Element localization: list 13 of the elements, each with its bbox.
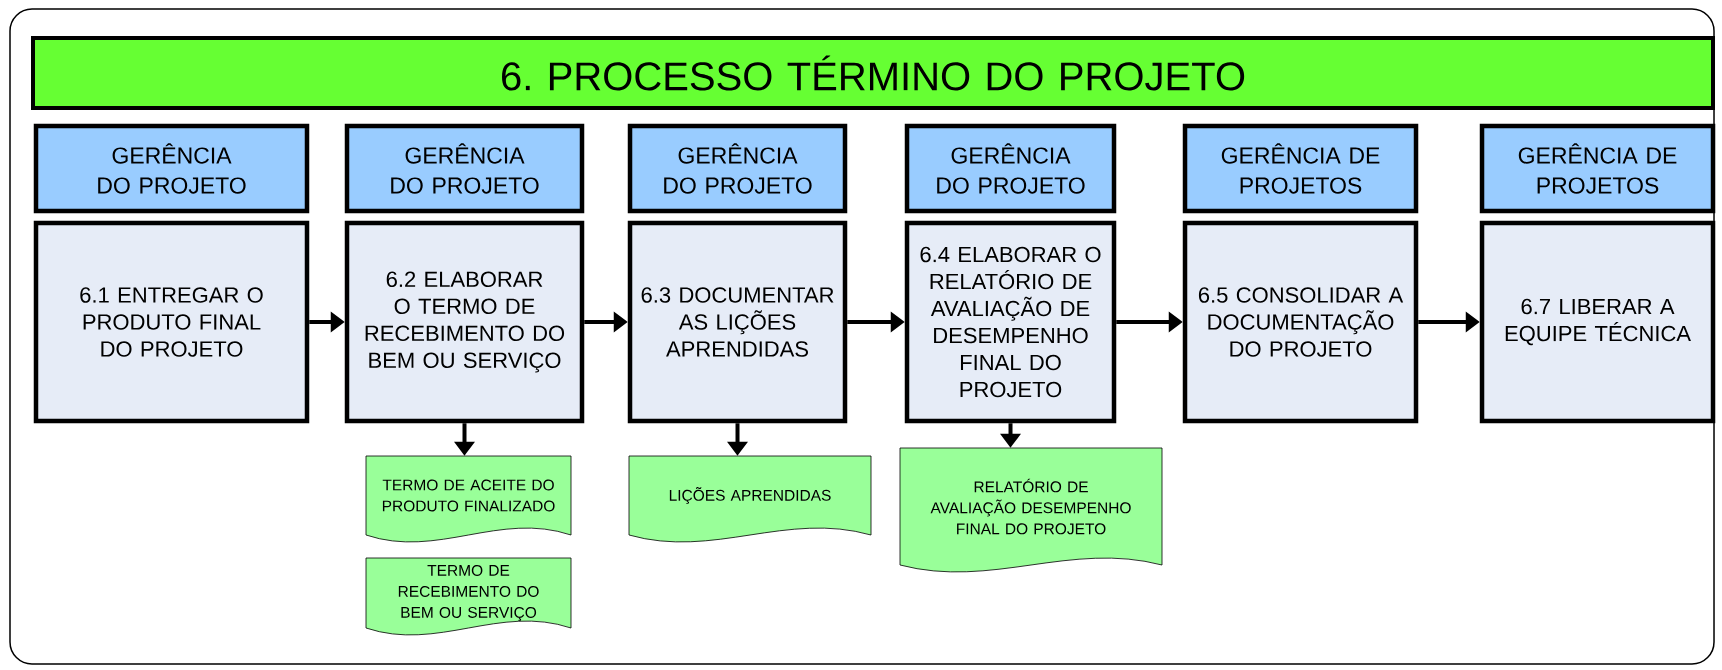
role-header-box: GERÊNCIA DE PROJETOS: [1479, 123, 1716, 214]
process-box: 6.5 CONSOLIDAR A DOCUMENTAÇÃO DO PROJETO: [1182, 220, 1419, 424]
role-header-box: GERÊNCIA DO PROJETO: [344, 123, 585, 214]
process-box: 6.2 ELABORAR O TERMO DE RECEBIMENTO DO BEM OU SERVIÇO: [344, 220, 585, 424]
role-header-box: GERÊNCIA DO PROJETO: [33, 123, 310, 214]
process-box: 6.1 ENTREGAR O PRODUTO FINAL DO PROJETO: [33, 220, 310, 424]
process-box: 6.7 LIBERAR A EQUIPE TÉCNICA: [1479, 220, 1716, 424]
role-header-box: GERÊNCIA DO PROJETO: [627, 123, 848, 214]
role-header-box: GERÊNCIA DE PROJETOS: [1182, 123, 1419, 214]
title-bar: 6. PROCESSO TÉRMINO DO PROJETO: [31, 36, 1715, 110]
process-box: 6.4 ELABORAR O RELATÓRIO DE AVALIAÇÃO DE DESEMPENHO FINAL DO PROJETO: [904, 220, 1117, 424]
process-box: 6.3 DOCUMENTAR AS LIÇÕES APRENDIDAS: [627, 220, 848, 424]
role-header-box: GERÊNCIA DO PROJETO: [904, 123, 1117, 214]
